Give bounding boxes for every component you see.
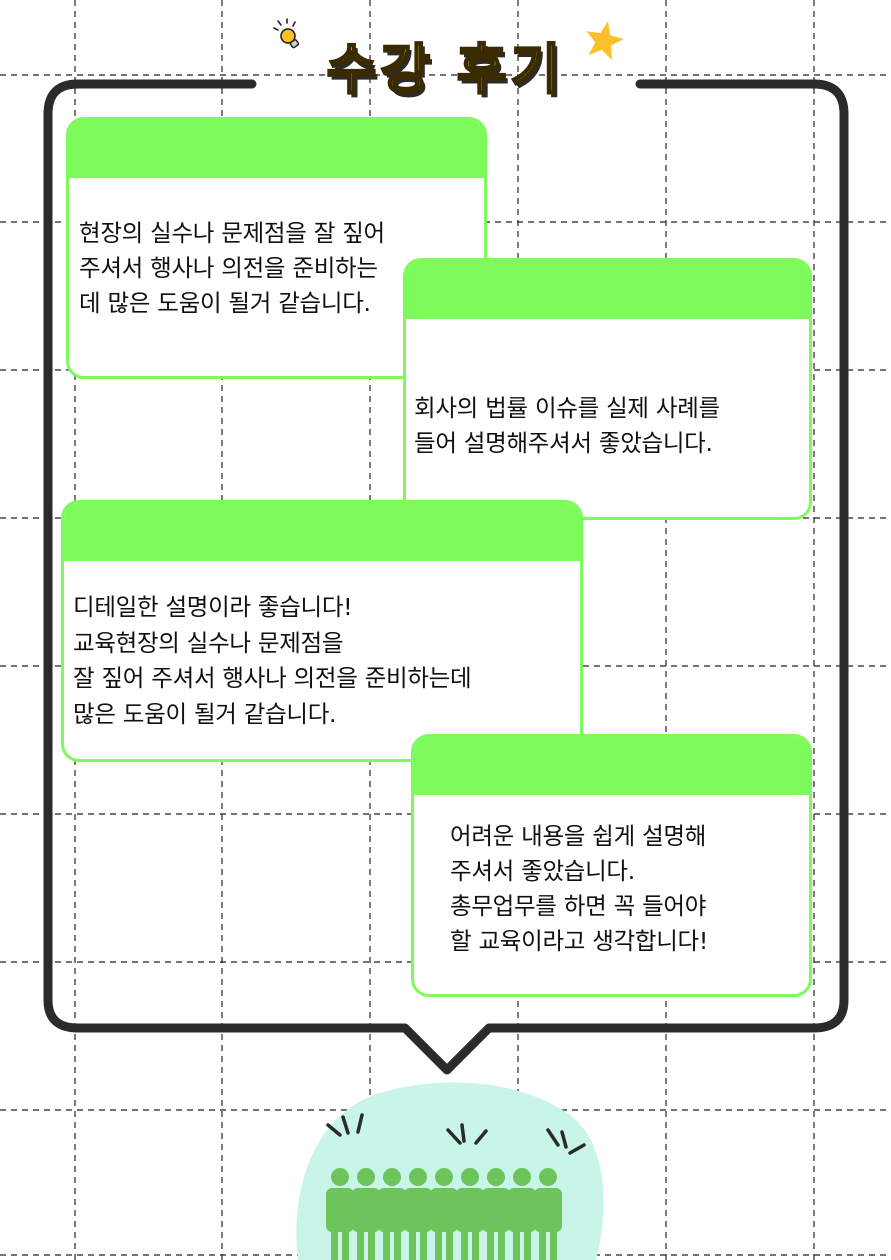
- person-figure: [404, 1168, 432, 1260]
- review-card-3: 디테일한 설명이라 좋습니다! 교육현장의 실수나 문제점을 잘 짚어 주셔서 …: [61, 500, 583, 762]
- card-header-bar: [414, 737, 809, 795]
- lightbulb-icon: [273, 18, 300, 49]
- review-card-2: 회사의 법률 이슈를 실제 사례를 들어 설명해주셔서 좋았습니다.: [403, 258, 812, 520]
- review-text-1: 현장의 실수나 문제점을 잘 짚어 주셔서 행사나 의전을 준비하는 데 많은 …: [79, 219, 385, 317]
- review-text-3: 디테일한 설명이라 좋습니다! 교육현장의 실수나 문제점을 잘 짚어 주셔서 …: [73, 593, 472, 728]
- review-card-4: 어려운 내용을 쉽게 설명해 주셔서 좋았습니다. 총무업무를 하면 꼭 들어야…: [411, 734, 812, 997]
- person-figure: [534, 1168, 562, 1260]
- person-figure: [326, 1168, 354, 1260]
- card-header-bar: [69, 120, 484, 178]
- people-group-icon: [296, 1082, 604, 1260]
- star-icon: [586, 21, 624, 61]
- card-header-bar: [64, 503, 580, 561]
- review-text-2: 회사의 법률 이슈를 실제 사례를 들어 설명해주셔서 좋았습니다.: [414, 394, 720, 457]
- title-area: 수강 후기: [0, 30, 891, 110]
- person-figure: [456, 1168, 484, 1260]
- page-title: 수강 후기: [325, 37, 565, 103]
- review-card-1: 현장의 실수나 문제점을 잘 짚어 주셔서 행사나 의전을 준비하는 데 많은 …: [66, 117, 487, 379]
- review-text-4: 어려운 내용을 쉽게 설명해 주셔서 좋았습니다. 총무업무를 하면 꼭 들어야…: [450, 822, 708, 955]
- person-figure: [378, 1168, 406, 1260]
- card-header-bar: [406, 261, 809, 319]
- person-figure: [482, 1168, 510, 1260]
- person-figure: [508, 1168, 536, 1260]
- person-figure: [352, 1168, 380, 1260]
- person-figure: [430, 1168, 458, 1260]
